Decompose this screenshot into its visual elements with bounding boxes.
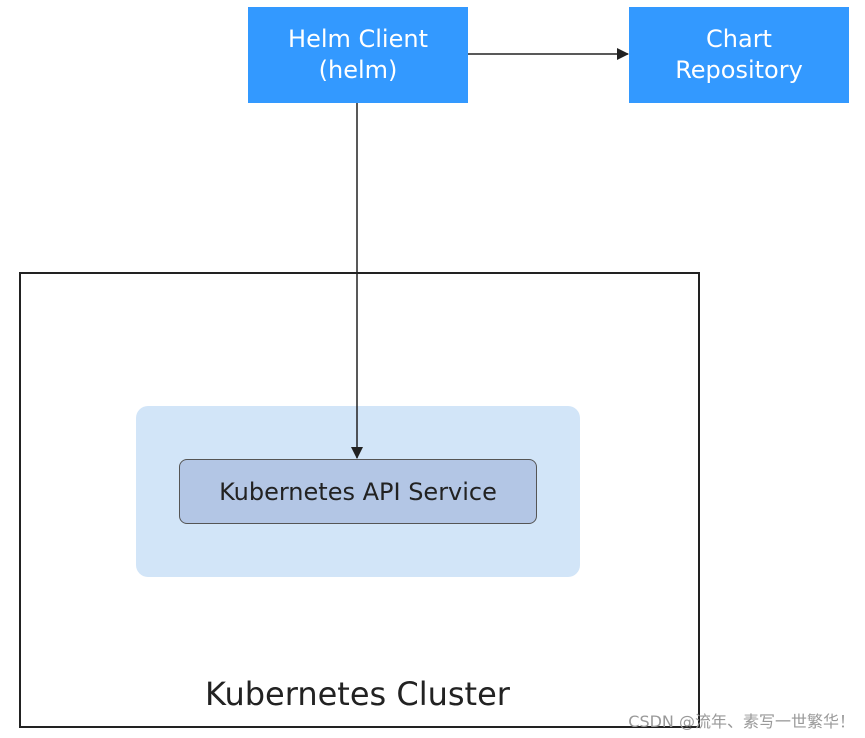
chart-repository-line2: Repository: [675, 56, 803, 84]
kubernetes-api-service-node: Kubernetes API Service: [179, 459, 537, 524]
helm-client-node: Helm Client (helm): [248, 7, 468, 103]
chart-repository-line1: Chart: [706, 25, 772, 53]
watermark-text: CSDN @流年、素写一世繁华！: [628, 712, 855, 731]
kubernetes-cluster-label: Kubernetes Cluster: [205, 675, 510, 713]
kubernetes-api-service-label: Kubernetes API Service: [219, 477, 497, 506]
helm-client-subtitle: (helm): [318, 56, 398, 84]
kubernetes-cluster-container: [19, 272, 700, 728]
chart-repository-node: Chart Repository: [629, 7, 849, 103]
helm-client-title: Helm Client: [288, 25, 428, 53]
